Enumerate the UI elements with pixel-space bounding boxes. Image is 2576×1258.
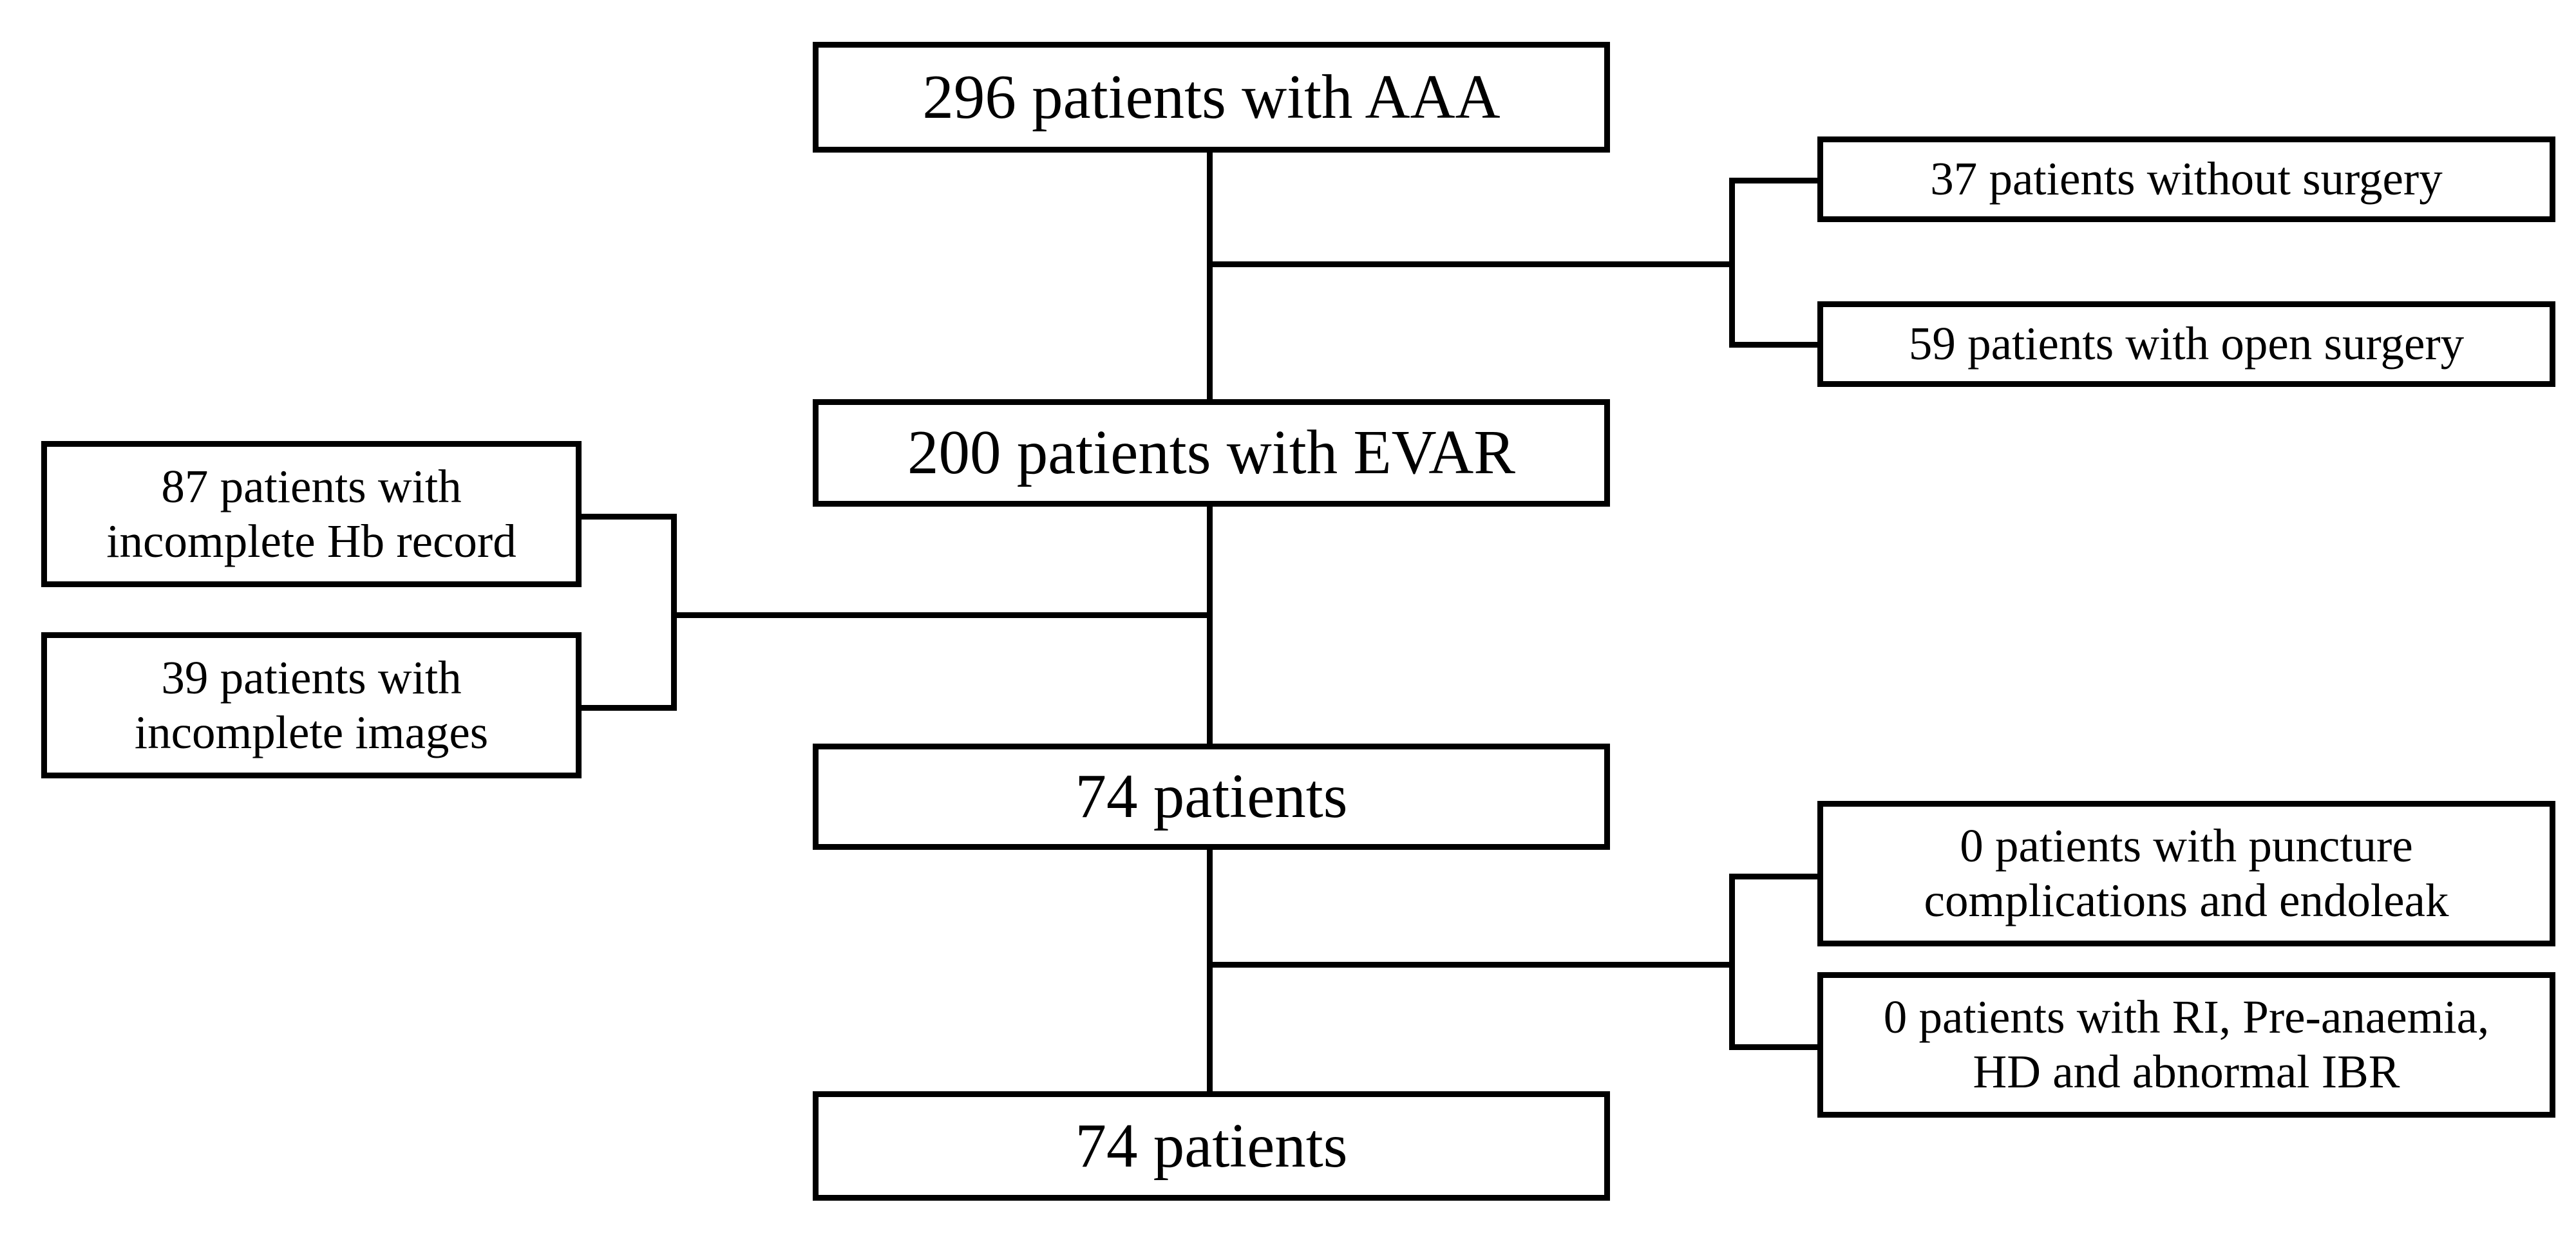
node-200-patients-evar[interactable]: 200 patients with EVAR — [813, 399, 1610, 507]
connector-top-right-stem — [1207, 261, 1735, 267]
node-excl-37-without-surgery[interactable]: 37 patients without surgery — [1817, 136, 2555, 222]
connector-stage3-to-final — [1207, 850, 1213, 1091]
node-excl-0-puncture-complications-endoleak[interactable]: 0 patients with puncture complications a… — [1817, 801, 2555, 946]
node-excl-puncture-line2: complications and endoleak — [1924, 874, 2449, 926]
node-excl-hb-line1: 87 patients with — [161, 460, 462, 512]
connector-root-to-evar — [1207, 153, 1213, 399]
node-stage3-label: 74 patients — [1075, 762, 1348, 831]
node-excl-0-ri-pre-anaemia-hd-abnormal-ibr[interactable]: 0 patients with RI, Pre-anaemia, HD and … — [1817, 972, 2555, 1118]
connector-bottom-right-branch-ri — [1729, 1044, 1819, 1050]
node-excl-59-open-surgery[interactable]: 59 patients with open surgery — [1817, 301, 2555, 387]
node-root-296-patients-aaa[interactable]: 296 patients with AAA — [813, 42, 1610, 153]
connector-evar-to-stage3 — [1207, 507, 1213, 744]
connector-left-branch-hb-record — [582, 514, 677, 520]
node-excl-puncture-line1: 0 patients with puncture — [1960, 820, 2413, 872]
node-excl-ri-line2: HD and abnormal IBR — [1973, 1046, 2400, 1098]
connector-bottom-right-bracket-vertical — [1729, 874, 1735, 1050]
node-final-label: 74 patients — [1075, 1111, 1348, 1180]
connector-left-bracket-vertical — [671, 514, 677, 711]
node-excl-87-incomplete-hb-record[interactable]: 87 patients with incomplete Hb record — [41, 441, 582, 587]
node-excl-ri-line1: 0 patients with RI, Pre-anaemia, — [1883, 991, 2490, 1044]
node-root-label: 296 patients with AAA — [922, 62, 1501, 131]
connector-bottom-right-stem — [1207, 962, 1735, 968]
connector-left-branch-images — [582, 705, 677, 711]
connector-top-right-branch-no-surgery — [1729, 178, 1819, 183]
node-excl-open-surgery-label: 59 patients with open surgery — [1908, 317, 2465, 370]
node-evar-label: 200 patients with EVAR — [907, 418, 1515, 487]
node-74-patients-final[interactable]: 74 patients — [813, 1091, 1610, 1201]
node-excl-39-incomplete-images[interactable]: 39 patients with incomplete images — [41, 632, 582, 778]
node-excl-no-surgery-label: 37 patients without surgery — [1930, 153, 2443, 205]
node-excl-hb-line2: incomplete Hb record — [106, 514, 516, 567]
node-excl-images-line1: 39 patients with — [161, 651, 462, 704]
connector-top-right-branch-open-surgery — [1729, 342, 1819, 348]
connector-top-right-bracket-vertical — [1729, 178, 1735, 348]
connector-left-stem — [671, 612, 1209, 618]
connector-bottom-right-branch-puncture — [1729, 874, 1819, 879]
node-excl-images-line2: incomplete images — [134, 706, 489, 758]
node-74-patients-stage3[interactable]: 74 patients — [813, 744, 1610, 850]
